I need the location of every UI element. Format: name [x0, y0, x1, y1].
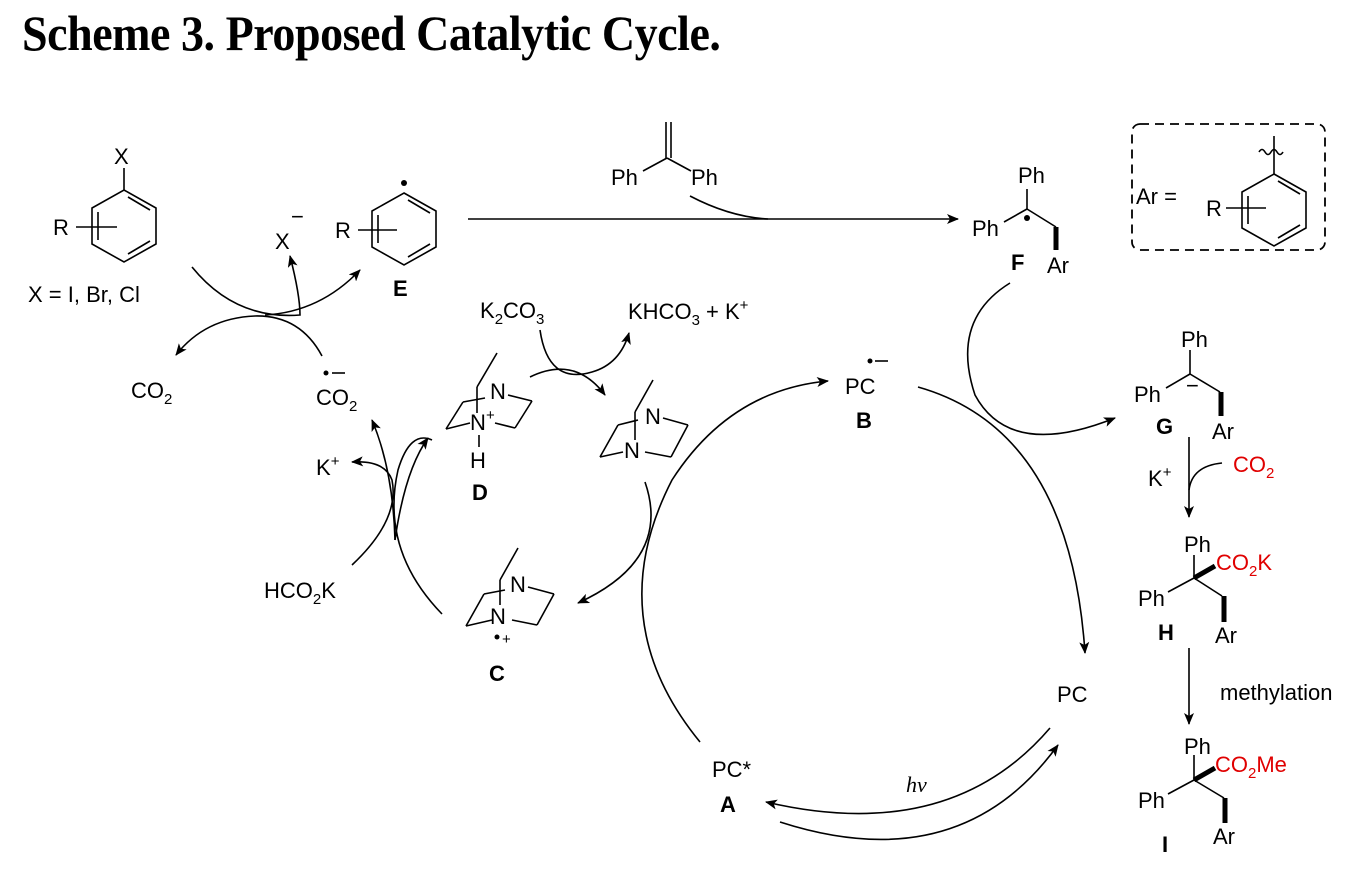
leaving-group-x: X [114, 144, 129, 169]
radical-dot-icon [867, 358, 873, 364]
arrow-dabco-to-C [577, 481, 652, 604]
nitrogen-top: N [510, 572, 526, 597]
aryl-ar: Ar [1213, 824, 1235, 849]
label-G: G [1156, 414, 1173, 439]
photocatalyst-ground: PC [1057, 682, 1088, 707]
co2-radical-anion: CO2 [316, 385, 357, 415]
arrow-B-to-PC [917, 386, 1090, 654]
substituent-r: R [53, 215, 69, 240]
nitrogen-bottom: N [470, 410, 486, 435]
carbanion-G: Ph Ph − Ar G [1134, 327, 1234, 444]
halide-anion-charge: − [291, 204, 304, 229]
phenyl-top: Ph [1018, 163, 1045, 188]
aryl-ar: Ar [1047, 253, 1069, 278]
phenyl-top: Ph [1184, 532, 1211, 557]
arrow-to-bicarbonate [539, 329, 631, 376]
label-B: B [856, 408, 872, 433]
scheme-title: Scheme 3. Proposed Catalytic Cycle. [22, 5, 721, 61]
arrow-to-co2-radical [371, 419, 396, 541]
label-C: C [489, 661, 505, 686]
arrow-A-to-PC-return [779, 744, 1059, 841]
arrow-A-to-B [641, 377, 829, 743]
negative-charge: − [1186, 373, 1199, 398]
proton-h: H [470, 448, 486, 473]
ar-definition-box: Ar = R [1131, 123, 1326, 251]
phenyl-left: Ph [972, 216, 999, 241]
positive-charge: + [486, 407, 495, 424]
potassium-carbonate: K2CO3 [480, 298, 544, 328]
phenyl-top: Ph [1181, 327, 1208, 352]
phenyl-left: Ph [1134, 382, 1161, 407]
positive-charge: + [502, 631, 511, 648]
nitrogen-bottom: N [490, 604, 506, 629]
benzylic-radical-F: Ph Ph Ar F [972, 163, 1069, 278]
aryl-halide-structure: X R X = I, Br, Cl [28, 144, 157, 307]
label-E: E [393, 276, 408, 301]
dabco-free: N N [599, 379, 689, 463]
phenyl-right: Ph [691, 165, 718, 190]
halide-anion: X [275, 229, 290, 254]
arrow-F-to-G [966, 282, 1116, 436]
ar-equals: Ar = [1136, 184, 1177, 209]
photocatalyst-excited: PC* [712, 757, 752, 782]
label-F: F [1011, 250, 1024, 275]
radical-dot-icon [1024, 215, 1030, 221]
potassium-ion-left: K+ [316, 453, 340, 480]
aryl-ar: Ar [1212, 419, 1234, 444]
dabco-radical-cation-C: N N + C [465, 547, 555, 686]
halide-note: X = I, Br, Cl [28, 282, 140, 307]
label-D: D [472, 480, 488, 505]
phenyl-left: Ph [1138, 788, 1165, 813]
ester-group: CO2Me [1215, 752, 1287, 782]
label-H: H [1158, 620, 1174, 645]
aryl-ar: Ar [1215, 623, 1237, 648]
aryl-radical-E: R E [335, 180, 437, 301]
nitrogen-top: N [490, 379, 506, 404]
methyl-ester-I: Ph Ph CO2Me Ar I [1138, 734, 1287, 857]
co2-product: CO2 [131, 378, 172, 408]
phenyl-left: Ph [1138, 586, 1165, 611]
radical-dot-icon [401, 180, 407, 186]
radical-dot-icon [323, 370, 329, 376]
arrow-to-k-plus [351, 456, 394, 566]
co2-reagent: CO2 [1233, 452, 1274, 482]
carboxylate-H: Ph Ph CO2K Ar H [1138, 532, 1272, 648]
potassium-formate: HCO2K [264, 578, 336, 608]
substituent-r: R [335, 218, 351, 243]
light-hv: hν [906, 772, 927, 797]
benzene-ring [91, 189, 157, 263]
wavy-bond-icon [1258, 148, 1284, 156]
arrow-to-dabco [529, 368, 606, 396]
substituent-r: R [1206, 196, 1222, 221]
label-A: A [720, 792, 736, 817]
arrow-to-co2 [175, 315, 323, 357]
alkene-addition-arc [689, 195, 769, 220]
arrow-to-halide-anion [191, 255, 301, 317]
methylation-label: methylation [1220, 680, 1333, 705]
photocatalyst-radical-anion: PC [845, 374, 876, 399]
phenyl-left: Ph [611, 165, 638, 190]
arrow-to-D [394, 437, 429, 541]
co2-addition-arc [1188, 462, 1223, 491]
radical-dot-icon [494, 634, 500, 640]
phenyl-top: Ph [1184, 734, 1211, 759]
arrow-PC-to-A [765, 727, 1051, 815]
potassium-bicarbonate: KHCO3 + K+ [628, 297, 749, 329]
arrow-to-aryl-radical [264, 269, 361, 316]
dabco-h-D: N N + H D [445, 352, 533, 505]
potassium-ion-right: K+ [1148, 464, 1172, 491]
nitrogen-top: N [645, 404, 661, 429]
carboxylate-group: CO2K [1216, 550, 1272, 580]
arc-from-C [393, 437, 443, 615]
diphenylethylene: Ph Ph [611, 122, 718, 190]
nitrogen-bottom: N [624, 438, 640, 463]
label-I: I [1162, 832, 1168, 857]
